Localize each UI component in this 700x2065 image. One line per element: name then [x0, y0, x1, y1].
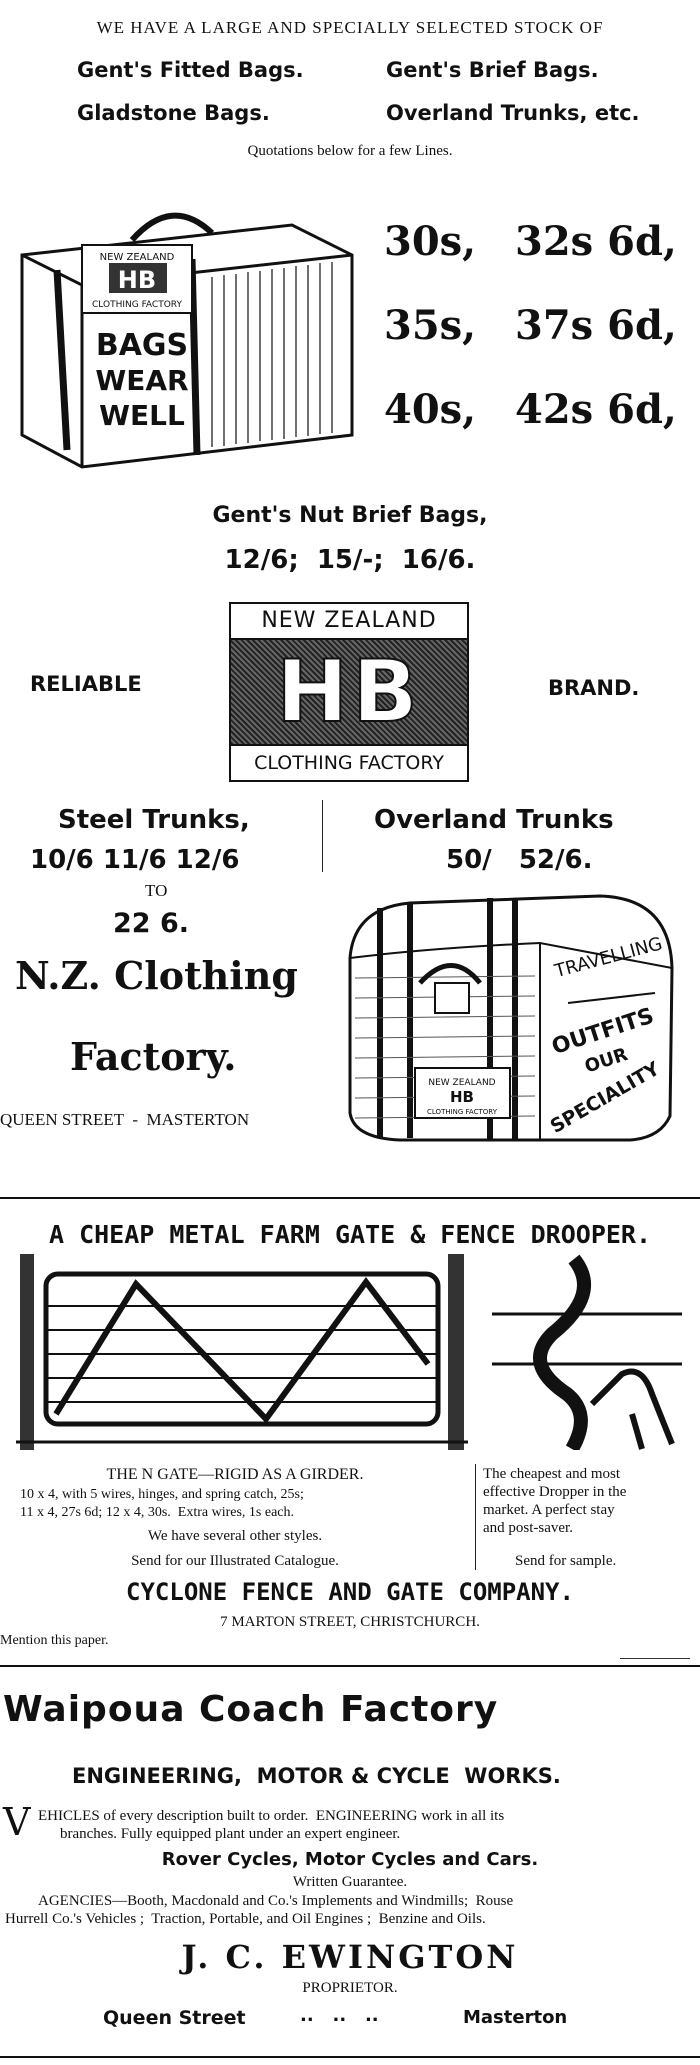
item-fitted-bags: Gent's Fitted Bags.: [77, 58, 304, 82]
company-address: QUEEN STREET - MASTERTON: [0, 1110, 250, 1129]
company-name-line1: N.Z. Clothing: [15, 953, 298, 998]
dropper-desc-line3: market. A perfect stay: [483, 1502, 615, 1518]
section-divider-3: [0, 2056, 700, 2058]
nut-brief-prices: 12/6; 15/-; 16/6.: [224, 545, 476, 575]
price-37s-6d: 37s 6d,: [515, 302, 677, 349]
bag-logo-mark: HB: [118, 266, 156, 294]
trunk-logo-mark: HB: [450, 1088, 474, 1106]
bag-logo-top: NEW ZEALAND: [100, 252, 175, 263]
steel-trunks-to: TO: [145, 881, 168, 900]
intro-line: WE HAVE A LARGE AND SPECIALLY SELECTED S…: [96, 18, 604, 37]
rover-cycles: Rover Cycles, Motor Cycles and Cars.: [161, 1849, 539, 1870]
item-gladstone-bags: Gladstone Bags.: [77, 101, 270, 125]
bag-word-well: WELL: [99, 399, 185, 432]
trunk-logo-top: NEW ZEALAND: [428, 1078, 495, 1088]
cyclone-address: 7 MARTON STREET, CHRISTCHURCH.: [220, 1614, 480, 1630]
steel-trunks-prices: 10/6 11/6 12/6: [30, 845, 240, 875]
logo-top-text: NEW ZEALAND: [261, 608, 437, 633]
nut-brief-bags: Gent's Nut Brief Bags,: [212, 503, 488, 528]
written-guarantee: Written Guarantee.: [292, 1874, 408, 1890]
gate-spec-line1: 10 x 4, with 5 wires, hinges, and spring…: [20, 1487, 304, 1502]
gate-title: THE N GATE—RIGID AS A GIRDER.: [106, 1466, 364, 1483]
fence-dropper-illustration: [492, 1254, 682, 1450]
travelling-trunk-illustration: NEW ZEALAND HB CLOTHING FACTORY TRAVELLI…: [348, 894, 674, 1142]
dropper-desc-line4: and post-saver.: [483, 1520, 573, 1536]
gate-catalogue: Send for our Illustrated Catalogue.: [131, 1553, 339, 1569]
proprietor-label: PROPRIETOR.: [302, 1980, 398, 1996]
waipoua-subtitle: ENGINEERING, MOTOR & CYCLE WORKS.: [72, 1764, 561, 1788]
queen-street: Queen Street: [103, 2007, 246, 2029]
hb-brand-logo: NEW ZEALAND HB CLOTHING FACTORY: [229, 602, 469, 782]
gate-spec-line2: 11 x 4, 27s 6d; 12 x 4, 30s. Extra wires…: [20, 1505, 294, 1520]
trunks-divider: [322, 800, 323, 872]
gate-other-styles: We have several other styles.: [147, 1528, 323, 1544]
gate-ad-headline: A CHEAP METAL FARM GATE & FENCE DROOPER.: [48, 1220, 652, 1249]
quotations-line: Quotations below for a few Lines.: [247, 143, 453, 159]
price-32s-6d: 32s 6d,: [515, 218, 677, 265]
trunk-logo-bottom: CLOTHING FACTORY: [427, 1108, 498, 1116]
logo-bottom-text: CLOTHING FACTORY: [254, 752, 444, 774]
company-name-line2: Factory.: [70, 1034, 237, 1079]
vehicles-line1: EHICLES of every description built to or…: [38, 1808, 505, 1824]
gladstone-bag-illustration: NEW ZEALAND HB CLOTHING FACTORY BAGS WEA…: [20, 212, 354, 469]
overland-trunks-prices: 50/ 52/6.: [446, 845, 593, 875]
cyclone-company-name: CYCLONE FENCE AND GATE COMPANY.: [126, 1578, 574, 1606]
item-overland-trunks: Overland Trunks, etc.: [386, 101, 640, 125]
vehicles-line2: branches. Fully equipped plant under an …: [60, 1826, 401, 1842]
mention-this-paper: Mention this paper.: [0, 1633, 109, 1648]
bag-word-wear: WEAR: [95, 364, 188, 397]
dropper-desc-line1: The cheapest and most: [483, 1466, 621, 1482]
masterton-town: Masterton: [463, 2007, 568, 2028]
price-40s: 40s,: [384, 386, 477, 433]
steel-trunks-max: 22 6.: [113, 908, 190, 939]
dropper-sample: Send for sample.: [515, 1553, 617, 1569]
bag-word-bags: BAGS: [96, 328, 188, 363]
bag-logo-bottom: CLOTHING FACTORY: [92, 300, 182, 310]
price-30s: 30s,: [384, 218, 477, 265]
agencies-line1: AGENCIES—Booth, Macdonald and Co.'s Impl…: [38, 1893, 514, 1909]
overland-trunks-title: Overland Trunks: [374, 805, 614, 835]
dropper-desc-line2: effective Dropper in the: [483, 1484, 627, 1500]
steel-trunks-title: Steel Trunks,: [58, 805, 250, 835]
reliable-label: RELIABLE: [30, 672, 142, 696]
waipoua-title: Waipoua Coach Factory: [3, 1689, 499, 1730]
logo-mark: HB: [275, 641, 422, 743]
brand-label: BRAND.: [548, 676, 640, 700]
section-divider-1: [0, 1197, 700, 1199]
section-divider-2: [0, 1665, 700, 1667]
agencies-line2: Hurrell Co.'s Vehicles ; Traction, Porta…: [5, 1911, 486, 1927]
farm-gate-illustration: [16, 1254, 468, 1450]
vehicles-dropcap: V: [3, 1800, 31, 1844]
proprietor-name: J. C. EWINGTON: [181, 1938, 519, 1976]
price-42s-6d: 42s 6d,: [515, 386, 677, 433]
address-dots: .. .. ..: [300, 2005, 379, 2026]
gate-dropper-divider: [475, 1464, 476, 1570]
item-brief-bags: Gent's Brief Bags.: [386, 58, 599, 82]
logo-mark-panel: HB: [231, 638, 467, 746]
short-rule: [620, 1658, 690, 1659]
price-35s: 35s,: [384, 302, 477, 349]
